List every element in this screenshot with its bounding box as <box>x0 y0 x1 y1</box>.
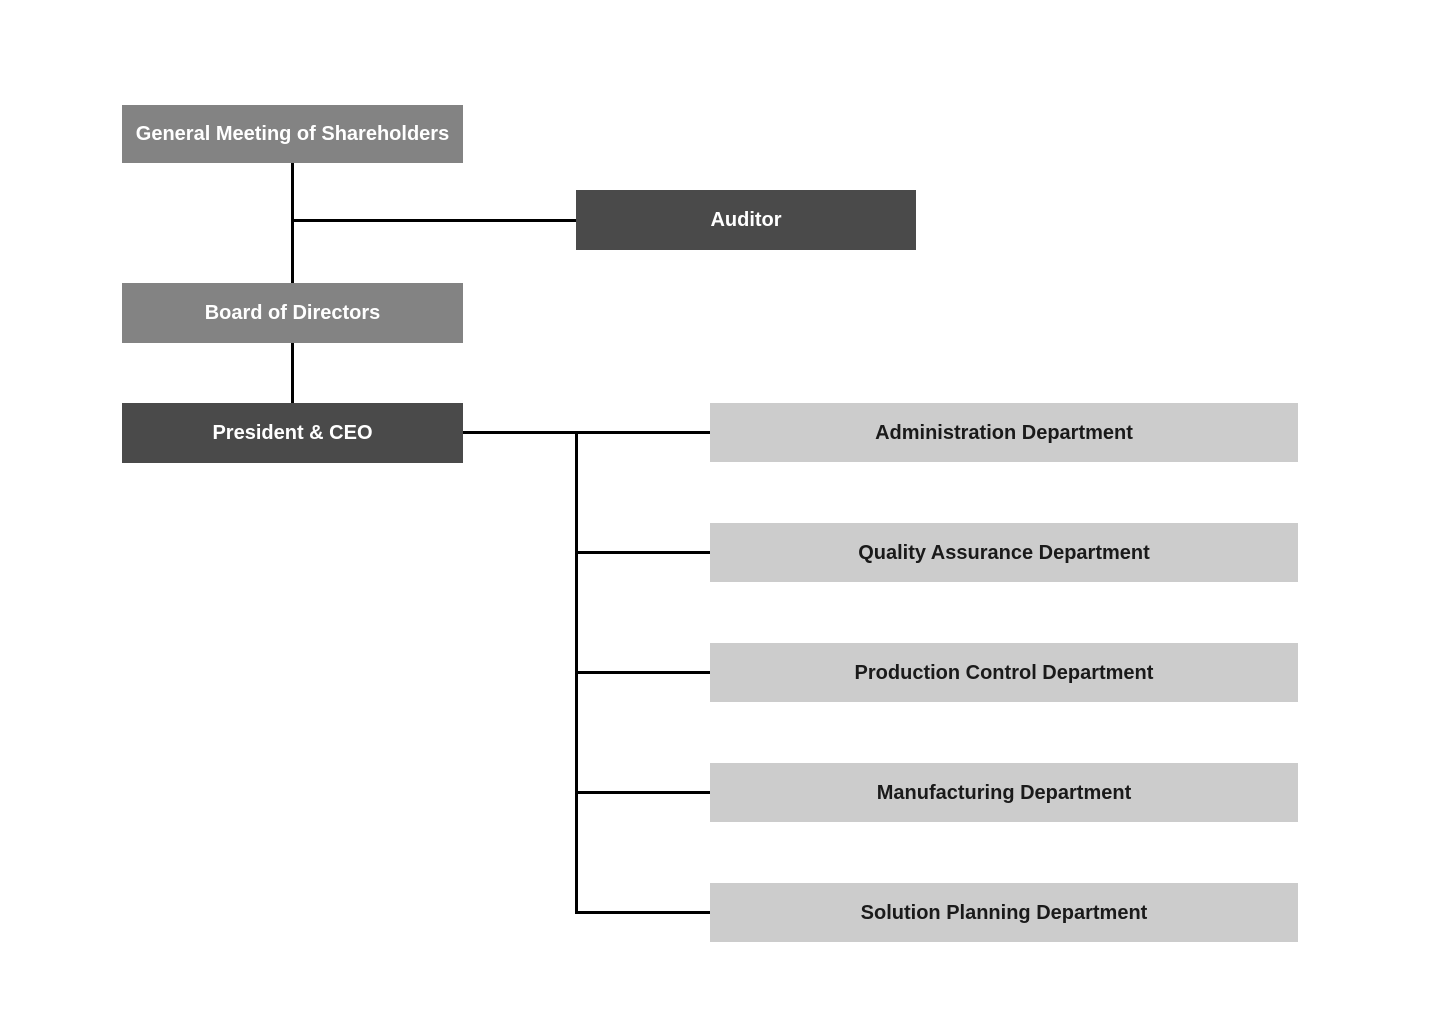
connector-branch-solution-planning <box>575 911 710 914</box>
node-production-control-department: Production Control Department <box>710 643 1298 702</box>
node-solution-planning-department: Solution Planning Department <box>710 883 1298 942</box>
node-auditor: Auditor <box>576 190 916 250</box>
node-quality-assurance-department: Quality Assurance Department <box>710 523 1298 582</box>
connector-branch-manufacturing <box>575 791 710 794</box>
connector-branch-production-control <box>575 671 710 674</box>
node-administration-department: Administration Department <box>710 403 1298 462</box>
connector-shareholders-to-board <box>291 163 294 283</box>
connector-branch-quality-assurance <box>575 551 710 554</box>
node-manufacturing-department: Manufacturing Department <box>710 763 1298 822</box>
node-board-of-directors: Board of Directors <box>122 283 463 343</box>
connector-board-to-ceo <box>291 343 294 403</box>
node-general-meeting-of-shareholders: General Meeting of Shareholders <box>122 105 463 163</box>
connector-ceo-to-trunk <box>463 431 710 434</box>
connector-to-auditor <box>291 219 576 222</box>
node-president-ceo: President & CEO <box>122 403 463 463</box>
